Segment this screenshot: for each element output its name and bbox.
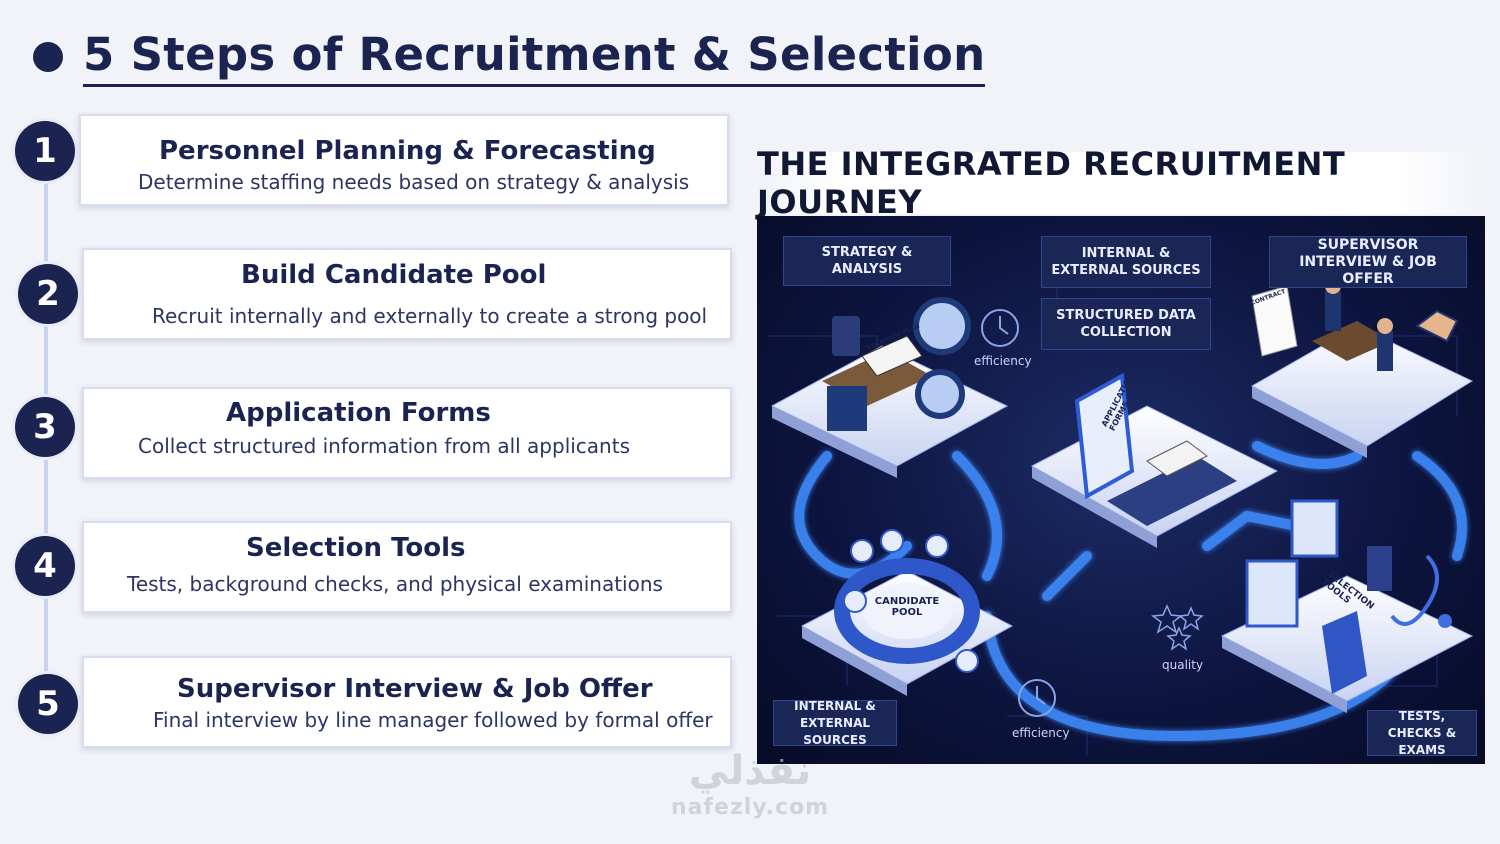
step-desc-3: Collect structured information from all … (138, 434, 630, 458)
label-tests-checks: TESTS, CHECKS & EXAMS (1367, 709, 1477, 757)
step-number-5: 5 (18, 674, 78, 734)
label-candidate-pool: CANDIDATE POOL (874, 596, 940, 618)
clock-icon (981, 309, 1019, 347)
star-icon (1151, 604, 1204, 651)
application-forms-icon (1074, 372, 1237, 526)
step-title-4: Selection Tools (246, 533, 466, 563)
step-title-3: Application Forms (226, 398, 491, 428)
interview-icon (1251, 278, 1393, 371)
step-title-1: Personnel Planning & Forecasting (159, 136, 656, 166)
step-card-3: Application Forms Collect structured inf… (82, 387, 732, 479)
step-desc-4: Tests, background checks, and physical e… (127, 572, 663, 596)
step-number-4: 4 (15, 536, 75, 596)
label-supervisor-interview: SUPERVISOR INTERVIEW & JOB OFFER (1269, 236, 1467, 288)
step-card-5: Supervisor Interview & Job Offer Final i… (82, 656, 732, 748)
journey-title-bar: THE INTEGRATED RECRUITMENT JOURNEY (757, 145, 1485, 221)
magnifier-icon (913, 297, 971, 419)
journey-illustration: STRATEGY & ANALYSIS INTERNAL & EXTERNAL … (757, 216, 1485, 764)
watermark-arabic: نفذلي (688, 748, 812, 794)
step-card-2: Build Candidate Pool Recruit internally … (82, 248, 732, 340)
clock-icon (1018, 679, 1056, 717)
label-sources-bottom: INTERNAL & EXTERNAL SOURCES (773, 699, 897, 747)
page-title: 5 Steps of Recruitment & Selection (83, 28, 986, 87)
step-title-5: Supervisor Interview & Job Offer (177, 674, 653, 704)
candidate-pool-icon (834, 529, 980, 673)
title-bullet (33, 42, 63, 72)
step-desc-2: Recruit internally and externally to cre… (152, 304, 708, 328)
label-sources-top: INTERNAL & EXTERNAL SOURCES (1041, 236, 1211, 288)
step-card-4: Selection Tools Tests, background checks… (82, 521, 732, 613)
step-number-3: 3 (15, 397, 75, 457)
step-number-1: 1 (15, 121, 75, 181)
step-number-2: 2 (18, 264, 78, 324)
label-structured-data: STRUCTURED DATA COLLECTION (1041, 298, 1211, 350)
journey-illustration-svg (767, 256, 1474, 756)
stethoscope-icon (1390, 554, 1452, 628)
selection-tools-icon (1245, 499, 1392, 694)
watermark: نفذلي nafezly.com (640, 748, 860, 822)
journey-title: THE INTEGRATED RECRUITMENT JOURNEY (757, 145, 1346, 221)
word-efficiency-bottom: efficiency (1012, 726, 1070, 740)
step-desc-1: Determine staffing needs based on strate… (138, 170, 690, 194)
label-strategy-analysis: STRATEGY & ANALYSIS (783, 236, 951, 286)
journey-paths (794, 441, 1467, 742)
step-card-1: Personnel Planning & Forecasting Determi… (79, 114, 729, 206)
word-efficiency-top: efficiency (974, 354, 1032, 368)
step-title-2: Build Candidate Pool (241, 260, 547, 290)
handshake-icon (1415, 309, 1459, 343)
word-quality: quality (1162, 658, 1204, 672)
watermark-latin: nafezly.com (670, 795, 830, 820)
step-desc-5: Final interview by line manager followed… (153, 708, 713, 732)
desk-icon (822, 316, 932, 431)
